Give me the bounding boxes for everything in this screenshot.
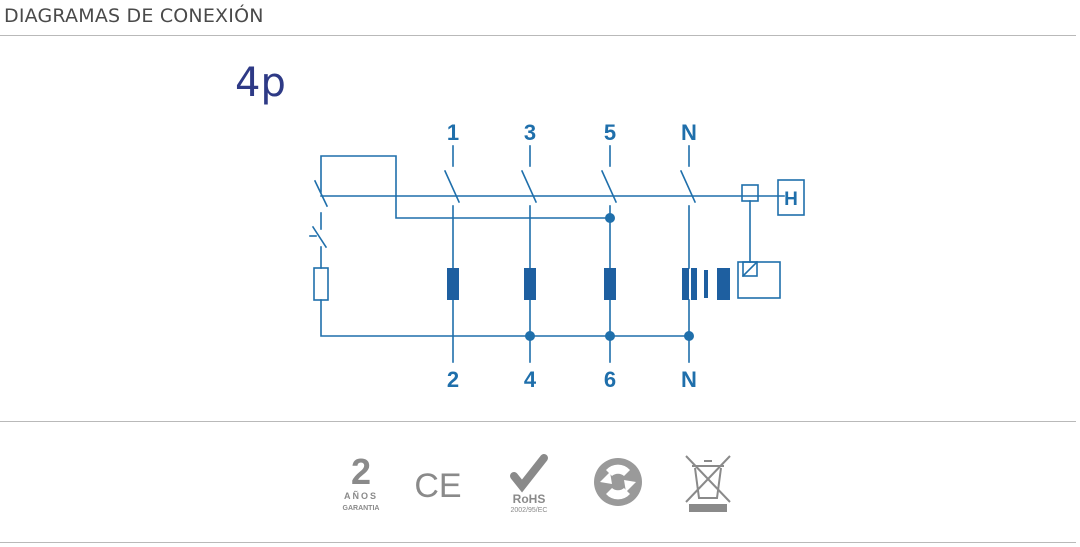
svg-text:GARANTIA: GARANTIA: [343, 505, 380, 512]
test-loop-top: [320, 155, 611, 219]
terminal-top-3: 3: [524, 120, 536, 145]
terminal-bottom-n: N: [681, 367, 697, 392]
svg-text:2: 2: [351, 451, 371, 492]
junction-dot: [525, 331, 535, 341]
test-switch-upper-blade: [313, 179, 329, 208]
terminal-bottom-6: 6: [604, 367, 616, 392]
section-title: DIAGRAMAS DE CONEXIÓN: [4, 5, 264, 27]
coil-pole-5: [604, 268, 616, 300]
svg-text:2002/95/EC: 2002/95/EC: [511, 507, 548, 514]
coil-pole-n-a: [682, 268, 689, 300]
warranty-icon: 2 AÑOS GARANTIA: [343, 451, 380, 512]
contact-blade-n: [679, 169, 697, 204]
test-button-box: [777, 179, 805, 216]
test-return-wire: [320, 299, 690, 337]
test-button-blade: [311, 225, 328, 249]
trip-relay-coil-box: [737, 261, 781, 299]
relay-sense-element: [742, 261, 758, 277]
ce-mark-icon: CE: [414, 467, 461, 505]
junction-dot: [605, 331, 615, 341]
terminal-top-5: 5: [604, 120, 616, 145]
footer-divider: [0, 542, 1076, 543]
svg-text:AÑOS: AÑOS: [344, 491, 378, 501]
coil-pole-3: [524, 268, 536, 300]
connection-diagram: 1 3 5 N 2 4 6 N H: [309, 120, 805, 392]
diagram-divider: [0, 421, 1076, 422]
coil-pole-n-b: [691, 268, 697, 300]
pole-count-label: 4p: [235, 60, 286, 106]
rohs-icon: RoHS 2002/95/EC: [510, 454, 548, 514]
green-dot-recycling-icon: [594, 458, 642, 506]
terminal-bottom-4: 4: [524, 367, 537, 392]
contact-blade-5: [600, 169, 618, 204]
coil-pole-n-c: [704, 270, 708, 298]
terminal-bottom-2: 2: [447, 367, 459, 392]
title-divider: [0, 35, 1076, 36]
terminal-top-1: 1: [447, 120, 459, 145]
coil-pole-1: [447, 268, 459, 300]
contact-blade-1: [443, 169, 461, 204]
relay-core: [717, 268, 730, 300]
terminal-top-n: N: [681, 120, 697, 145]
junction-dot: [605, 213, 615, 223]
test-button-label: H: [784, 189, 798, 210]
contact-blade-3: [520, 169, 538, 204]
junction-dot: [684, 331, 694, 341]
weee-crossed-bin-icon: [685, 455, 731, 512]
svg-text:RoHS: RoHS: [513, 492, 546, 506]
